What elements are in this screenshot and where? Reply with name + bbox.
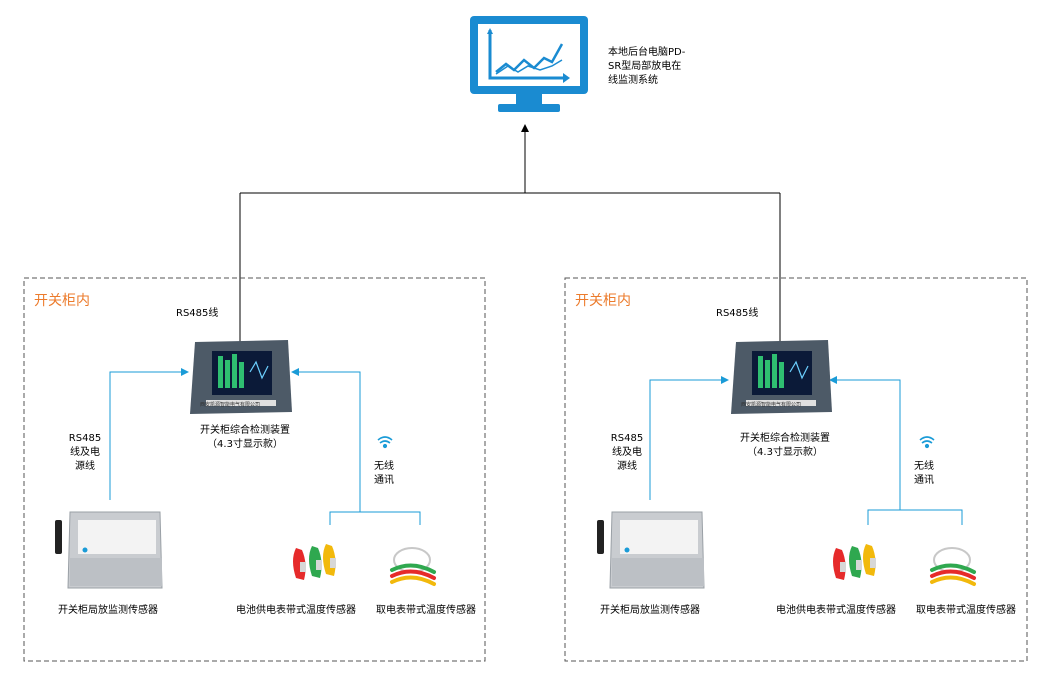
cabinet-frame-right <box>564 277 1028 662</box>
wireless-link-label-line: 无线 <box>914 461 934 472</box>
sensor-label: 电池供电表带式温度传感器 <box>236 605 356 616</box>
pd-sensor-box-icon <box>55 511 163 589</box>
wireless-link-label: 无线 通讯 <box>914 460 934 488</box>
system-label-line: 线监测系统 <box>608 75 658 86</box>
sensor-label: 取电表带式温度传感器 <box>916 605 1016 616</box>
device-label: 开关柜综合检测装置 （4.3寸显示款） <box>170 424 320 452</box>
wired-link-label-line: RS485 <box>610 433 644 444</box>
wifi-icon <box>919 436 935 449</box>
sensor-label: 开关柜局放监测传感器 <box>58 605 158 616</box>
wireless-link-label-line: 无线 <box>374 461 394 472</box>
cabinet-title: 开关柜内 <box>575 293 631 309</box>
wifi-icon <box>377 436 393 449</box>
wireless-link-label-line: 通讯 <box>374 475 394 486</box>
backbone-bus <box>239 124 781 342</box>
left-wired-line <box>109 368 189 500</box>
rs485-bus-label: RS485线 <box>716 308 759 319</box>
wireless-link-label-line: 通讯 <box>914 475 934 486</box>
left-wireless-line <box>291 368 361 512</box>
device-label-line: （4.3寸显示款） <box>207 439 283 450</box>
wired-link-label: RS485 线及电 源线 <box>602 432 652 474</box>
monitor-chart-icon <box>470 16 588 112</box>
ct-powered-temp-sensor-icon <box>390 547 436 586</box>
device-label: 开关柜综合检测装置 （4.3寸显示款） <box>710 432 860 460</box>
wired-link-label-line: 线及电 <box>612 447 642 458</box>
device-label-line: （4.3寸显示款） <box>747 447 823 458</box>
hmi-device-left <box>190 340 292 414</box>
wired-link-label: RS485 线及电 源线 <box>60 432 110 474</box>
device-brand: 西安凯源智能电气有限公司 <box>200 402 261 408</box>
device-label-line: 开关柜综合检测装置 <box>200 425 290 436</box>
wired-link-label-line: 线及电 <box>70 447 100 458</box>
system-label: 本地后台电脑PD- SR型局部放电在 线监测系统 <box>608 46 685 88</box>
wired-link-label-line: RS485 <box>68 433 102 444</box>
sensor-label: 开关柜局放监测传感器 <box>600 605 700 616</box>
left-signal-lines <box>109 368 421 525</box>
cabinet-frame-left <box>23 277 486 662</box>
hmi-device-right <box>731 340 832 414</box>
right-wired-line <box>649 376 729 500</box>
sensor-label: 取电表带式温度传感器 <box>376 605 476 616</box>
wireless-link-label: 无线 通讯 <box>374 460 394 488</box>
ct-powered-temp-sensor-icon <box>930 547 976 586</box>
right-wireless-line <box>829 376 901 510</box>
device-label-line: 开关柜综合检测装置 <box>740 433 830 444</box>
cabinet-title: 开关柜内 <box>34 293 90 309</box>
right-wireless-branch <box>867 509 963 525</box>
pd-sensor-box-icon <box>597 511 705 589</box>
left-wireless-branch <box>329 511 421 525</box>
rs485-bus-label: RS485线 <box>176 308 219 319</box>
device-brand: 西安凯源智能电气有限公司 <box>741 402 802 408</box>
right-signal-lines <box>649 376 963 525</box>
system-label-line: 本地后台电脑PD- <box>608 47 686 58</box>
wired-link-label-line: 源线 <box>617 461 637 472</box>
system-label-line: SR型局部放电在 <box>608 61 682 72</box>
sensor-label: 电池供电表带式温度传感器 <box>776 605 896 616</box>
wired-link-label-line: 源线 <box>75 461 95 472</box>
battery-temp-sensor-icon <box>293 544 336 580</box>
battery-temp-sensor-icon <box>833 544 876 580</box>
